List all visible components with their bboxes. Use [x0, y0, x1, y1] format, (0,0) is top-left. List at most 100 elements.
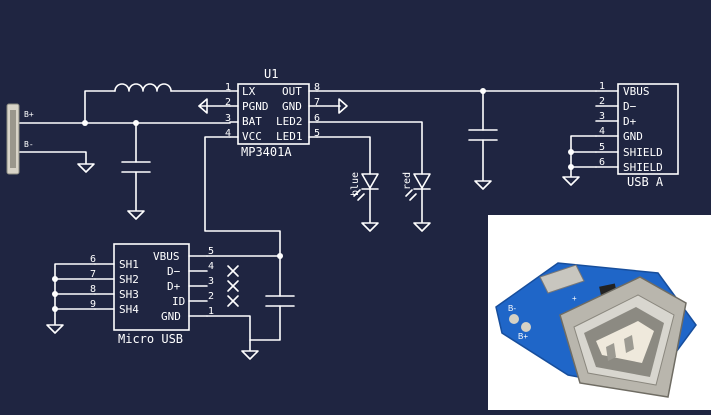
- ground-symbol-6: [562, 176, 580, 186]
- wire-to-inductor: [84, 90, 116, 124]
- u1-pin-led1: LED1: [276, 130, 303, 143]
- battery-pos-label: B+: [24, 110, 34, 119]
- junction-musb-1: [52, 276, 58, 282]
- battery-connector: B+ B-: [6, 103, 34, 175]
- micro-usb-title: Micro USB: [118, 332, 183, 346]
- usb-a-pin1-num: 1: [599, 81, 605, 92]
- junction-usba-1: [568, 149, 574, 155]
- ground-symbol-5: [413, 222, 431, 232]
- ground-symbol-1: [77, 163, 95, 173]
- usb-a-connector: 1 2 3 4 5 6 VBUS D− D+ GND SHIELD SHIELD…: [595, 81, 679, 189]
- wire-vcc: [204, 136, 281, 257]
- photo-pad-bplus: [521, 322, 531, 332]
- u1-pin7-num: 7: [314, 97, 320, 108]
- u1-pin4-num: 4: [225, 128, 231, 139]
- u1-pin-led2: LED2: [276, 115, 303, 128]
- junction-usba-2: [568, 164, 574, 170]
- u1-pin-vcc: VCC: [242, 130, 262, 143]
- junction-musb-3: [52, 306, 58, 312]
- vbus-capacitor: [265, 295, 295, 307]
- ground-arrow-gnd7: [338, 98, 348, 114]
- usb-a-pin-dplus: D+: [623, 115, 637, 128]
- ground-symbol-4: [361, 222, 379, 232]
- musb-pin8-num: 8: [90, 284, 96, 295]
- u1-pin-gnd: GND: [282, 100, 302, 113]
- led-red-rays: [405, 189, 417, 201]
- u1-pin-out: OUT: [282, 85, 302, 98]
- no-connect-dplus: [227, 280, 239, 292]
- u1-pin1-num: 1: [225, 82, 231, 93]
- micro-usb-body: [113, 243, 190, 331]
- led-red-label: red: [402, 172, 413, 190]
- wire-led1: [316, 136, 371, 175]
- junction-musb-2: [52, 291, 58, 297]
- photo-label-plus: +: [572, 294, 577, 303]
- u1-pin5-num: 5: [314, 128, 320, 139]
- musb-pin-sh3: SH3: [119, 288, 139, 301]
- usb-a-pin-gnd: GND: [623, 130, 643, 143]
- u1-pin-bat: BAT: [242, 115, 262, 128]
- battery-neg-label: B-: [24, 140, 34, 149]
- ground-symbol-2: [127, 210, 145, 220]
- usb-a-pin5-num: 5: [599, 142, 605, 153]
- musb-pin6-num: 6: [90, 254, 96, 265]
- photo-micro-usb-port: [539, 264, 585, 294]
- led-blue-symbol: [361, 173, 379, 190]
- musb-pin-dminus: D−: [167, 265, 181, 278]
- ground-symbol-8: [241, 350, 259, 360]
- wire-musb-shield: [54, 263, 96, 325]
- usb-a-stubs: [595, 90, 619, 168]
- u1-pin2-num: 2: [225, 97, 231, 108]
- ground-symbol-7: [46, 324, 64, 334]
- musb-pin1-num: 1: [208, 306, 214, 317]
- u1-ref: U1: [264, 67, 278, 81]
- musb-pin-gnd: GND: [161, 310, 181, 323]
- u1-left-stubs: [229, 90, 239, 138]
- u1-pin6-num: 6: [314, 113, 320, 124]
- micro-usb-left-stubs: [94, 263, 115, 310]
- musb-pin-id: ID: [172, 295, 185, 308]
- ground-arrow-pgnd: [198, 98, 208, 114]
- ground-symbol-3: [474, 180, 492, 190]
- musb-pin5-num: 5: [208, 246, 214, 257]
- wire-led2: [316, 121, 423, 175]
- wire-usba-gnd: [570, 135, 597, 177]
- usb-a-pin-dminus: D−: [623, 100, 637, 113]
- usb-a-pin3-num: 3: [599, 111, 605, 122]
- u1-pin8-num: 8: [314, 82, 320, 93]
- musb-pin-vbus: VBUS: [153, 250, 180, 263]
- usb-a-pin-shield1: SHIELD: [623, 146, 663, 159]
- led-red-symbol: [413, 173, 431, 190]
- musb-pin-dplus: D+: [167, 280, 181, 293]
- inductor-symbol: [114, 83, 172, 92]
- photo-usb-a-springs: [606, 335, 634, 361]
- usb-a-pin-shield2: SHIELD: [623, 161, 663, 174]
- u1-pin3-num: 3: [225, 113, 231, 124]
- musb-pin-sh4: SH4: [119, 303, 139, 316]
- musb-pin2-num: 2: [208, 291, 214, 302]
- wire-usba-shield: [570, 151, 597, 168]
- wire-musb-shield-taps: [54, 278, 96, 310]
- musb-pin3-num: 3: [208, 276, 214, 287]
- micro-usb-right-stubs: [188, 255, 208, 317]
- board-photo: B- B+ +: [488, 215, 711, 410]
- photo-label-bminus: B-: [508, 304, 516, 313]
- musb-pin4-num: 4: [208, 261, 214, 272]
- usb-a-pin2-num: 2: [599, 96, 605, 107]
- usb-a-pin-vbus: VBUS: [623, 85, 650, 98]
- u1-part-name: MP3401A: [241, 145, 292, 159]
- photo-label-bplus: B+: [518, 332, 528, 341]
- musb-pin-sh1: SH1: [119, 258, 139, 271]
- musb-pin9-num: 9: [90, 299, 96, 310]
- usb-a-title: USB A: [627, 175, 664, 189]
- wire-musb-gnd: [206, 315, 251, 351]
- board-photo-drawing: B- B+ +: [495, 262, 697, 398]
- u1-pin-lx: LX: [242, 85, 256, 98]
- output-capacitor: [468, 129, 498, 141]
- u1-body: [237, 83, 310, 145]
- u1-right-stubs: [308, 90, 318, 138]
- musb-pin7-num: 7: [90, 269, 96, 280]
- usb-a-pin4-num: 4: [599, 126, 605, 137]
